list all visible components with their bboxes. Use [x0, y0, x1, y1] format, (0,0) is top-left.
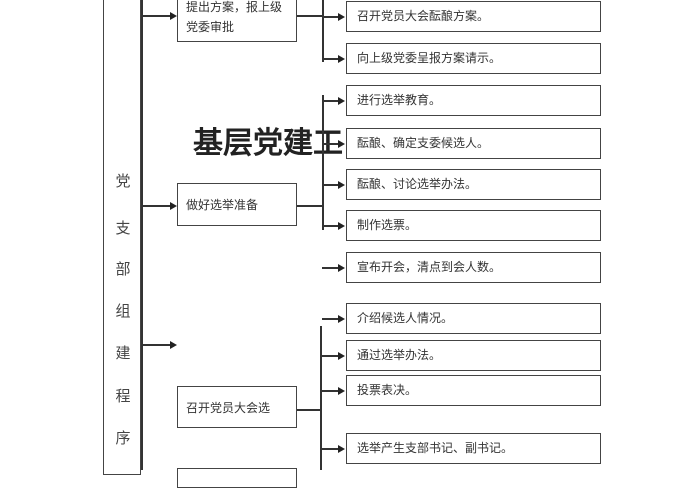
- arrow-icon: [338, 55, 345, 63]
- arrow-icon: [170, 12, 177, 20]
- connector: [141, 205, 171, 207]
- connector: [322, 16, 339, 18]
- substep-box: 进行选举教育。: [346, 85, 601, 116]
- substep-box: 召开党员大会酝酿方案。: [346, 1, 601, 32]
- step-box: 召开党员大会选: [177, 386, 297, 428]
- arrow-icon: [338, 222, 345, 230]
- arrow-icon: [338, 97, 345, 105]
- substep-box: 向上级党委呈报方案请示。: [346, 43, 601, 74]
- arrow-icon: [170, 202, 177, 210]
- substep-box: 酝酿、确定支委候选人。: [346, 128, 601, 159]
- side-char: 程: [115, 387, 131, 405]
- substep-box: 介绍候选人情况。: [346, 303, 601, 334]
- trunk-line: [141, 0, 143, 470]
- connector: [322, 390, 339, 392]
- arrow-icon: [170, 341, 177, 349]
- connector: [322, 448, 339, 450]
- substep-box: 选举产生支部书记、副书记。: [346, 433, 601, 464]
- connector: [297, 205, 322, 207]
- watermark-text: 基层党建工: [193, 126, 343, 161]
- connector: [322, 267, 339, 269]
- arrow-icon: [338, 181, 345, 189]
- branch-line: [320, 326, 322, 470]
- step-label: 召开党员大会选: [186, 400, 271, 415]
- connector: [322, 184, 339, 186]
- connector: [322, 58, 339, 60]
- substep-box: 宣布开会，清点到会人数。: [346, 252, 601, 283]
- branch-line: [322, 0, 324, 62]
- step-box: 做好选举准备: [177, 183, 297, 226]
- branch-line: [322, 95, 324, 230]
- arrow-icon: [338, 387, 345, 395]
- arrow-icon: [338, 264, 345, 272]
- arrow-icon: [338, 352, 345, 360]
- side-char: 组: [115, 302, 131, 320]
- connector: [322, 225, 339, 227]
- substep-box: 投票表决。: [346, 375, 601, 406]
- connector: [141, 15, 171, 17]
- connector: [322, 143, 339, 145]
- substep-box: 制作选票。: [346, 210, 601, 241]
- arrow-icon: [338, 13, 345, 21]
- arrow-icon: [338, 315, 345, 323]
- connector: [297, 409, 320, 411]
- side-char: 党: [115, 172, 131, 190]
- side-char: 建: [115, 344, 131, 362]
- connector: [322, 355, 339, 357]
- connector: [297, 15, 322, 17]
- substep-box: 酝酿、讨论选举办法。: [346, 169, 601, 200]
- step-box: 提出方案，报上级党委审批: [177, 0, 297, 42]
- flowchart: 基层党建工 党 支 部 组 建 程 序 提出方案，报上级党委审批 做好选举准备 …: [103, 0, 601, 488]
- arrow-icon: [338, 140, 345, 148]
- substep-box: 通过选举办法。: [346, 340, 601, 371]
- connector: [322, 318, 339, 320]
- arrow-icon: [338, 445, 345, 453]
- connector: [322, 100, 339, 102]
- side-char: 序: [115, 429, 131, 447]
- step-box: [177, 468, 297, 488]
- connector: [141, 344, 171, 346]
- side-char: 支: [115, 219, 131, 237]
- side-char: 部: [115, 260, 131, 278]
- side-title-box: [103, 0, 141, 475]
